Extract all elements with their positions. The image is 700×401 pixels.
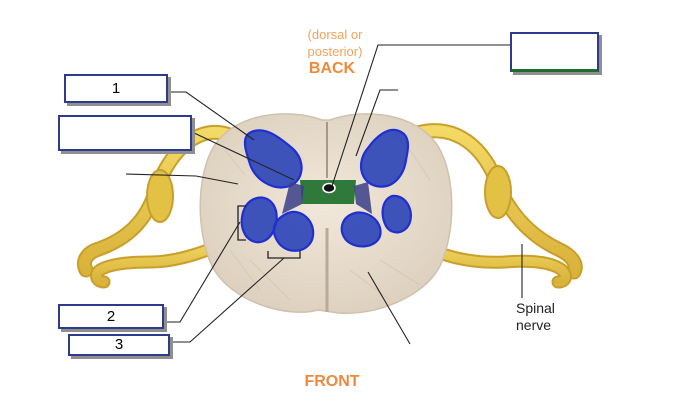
back-label: BACK	[308, 60, 356, 77]
leader-top-right	[331, 44, 510, 187]
bracket-left	[237, 205, 246, 241]
right-spinal-nerve	[400, 123, 583, 289]
label-box-3-text: 3	[114, 336, 124, 353]
front-label: FRONT	[304, 373, 360, 390]
label-box-3[interactable]: 3	[68, 334, 170, 356]
label-box-1[interactable]: 1	[64, 74, 168, 103]
central-canal	[322, 182, 336, 194]
leader-lines	[125, 44, 523, 345]
right-ventral-horn-lateral	[381, 194, 412, 234]
leader-ventral-column	[367, 271, 411, 345]
dorsal-posterior-note: (dorsal or posterior)	[307, 27, 363, 59]
label-box-1-text: 1	[111, 80, 121, 97]
spinal-nerve-label: Spinal nerve	[516, 300, 555, 333]
leader-2	[164, 221, 241, 323]
leader-1	[168, 91, 255, 141]
leader-white-matter	[125, 173, 239, 185]
leader-3	[170, 257, 285, 343]
right-ventral-horn	[340, 211, 382, 248]
left-spinal-nerve	[77, 124, 243, 289]
leader-blank-left	[191, 131, 295, 181]
leader-dorsal-column	[355, 89, 398, 157]
left-ventral-horn-lateral	[240, 196, 278, 244]
right-dorsal-horn	[359, 128, 410, 188]
left-ventral-horn	[272, 210, 315, 252]
gray-matter	[240, 128, 412, 252]
label-box-blank-left[interactable]	[58, 115, 192, 151]
label-box-blank-top-right[interactable]	[510, 32, 599, 72]
label-box-2[interactable]: 2	[58, 304, 164, 329]
label-box-2-text: 2	[106, 308, 116, 325]
